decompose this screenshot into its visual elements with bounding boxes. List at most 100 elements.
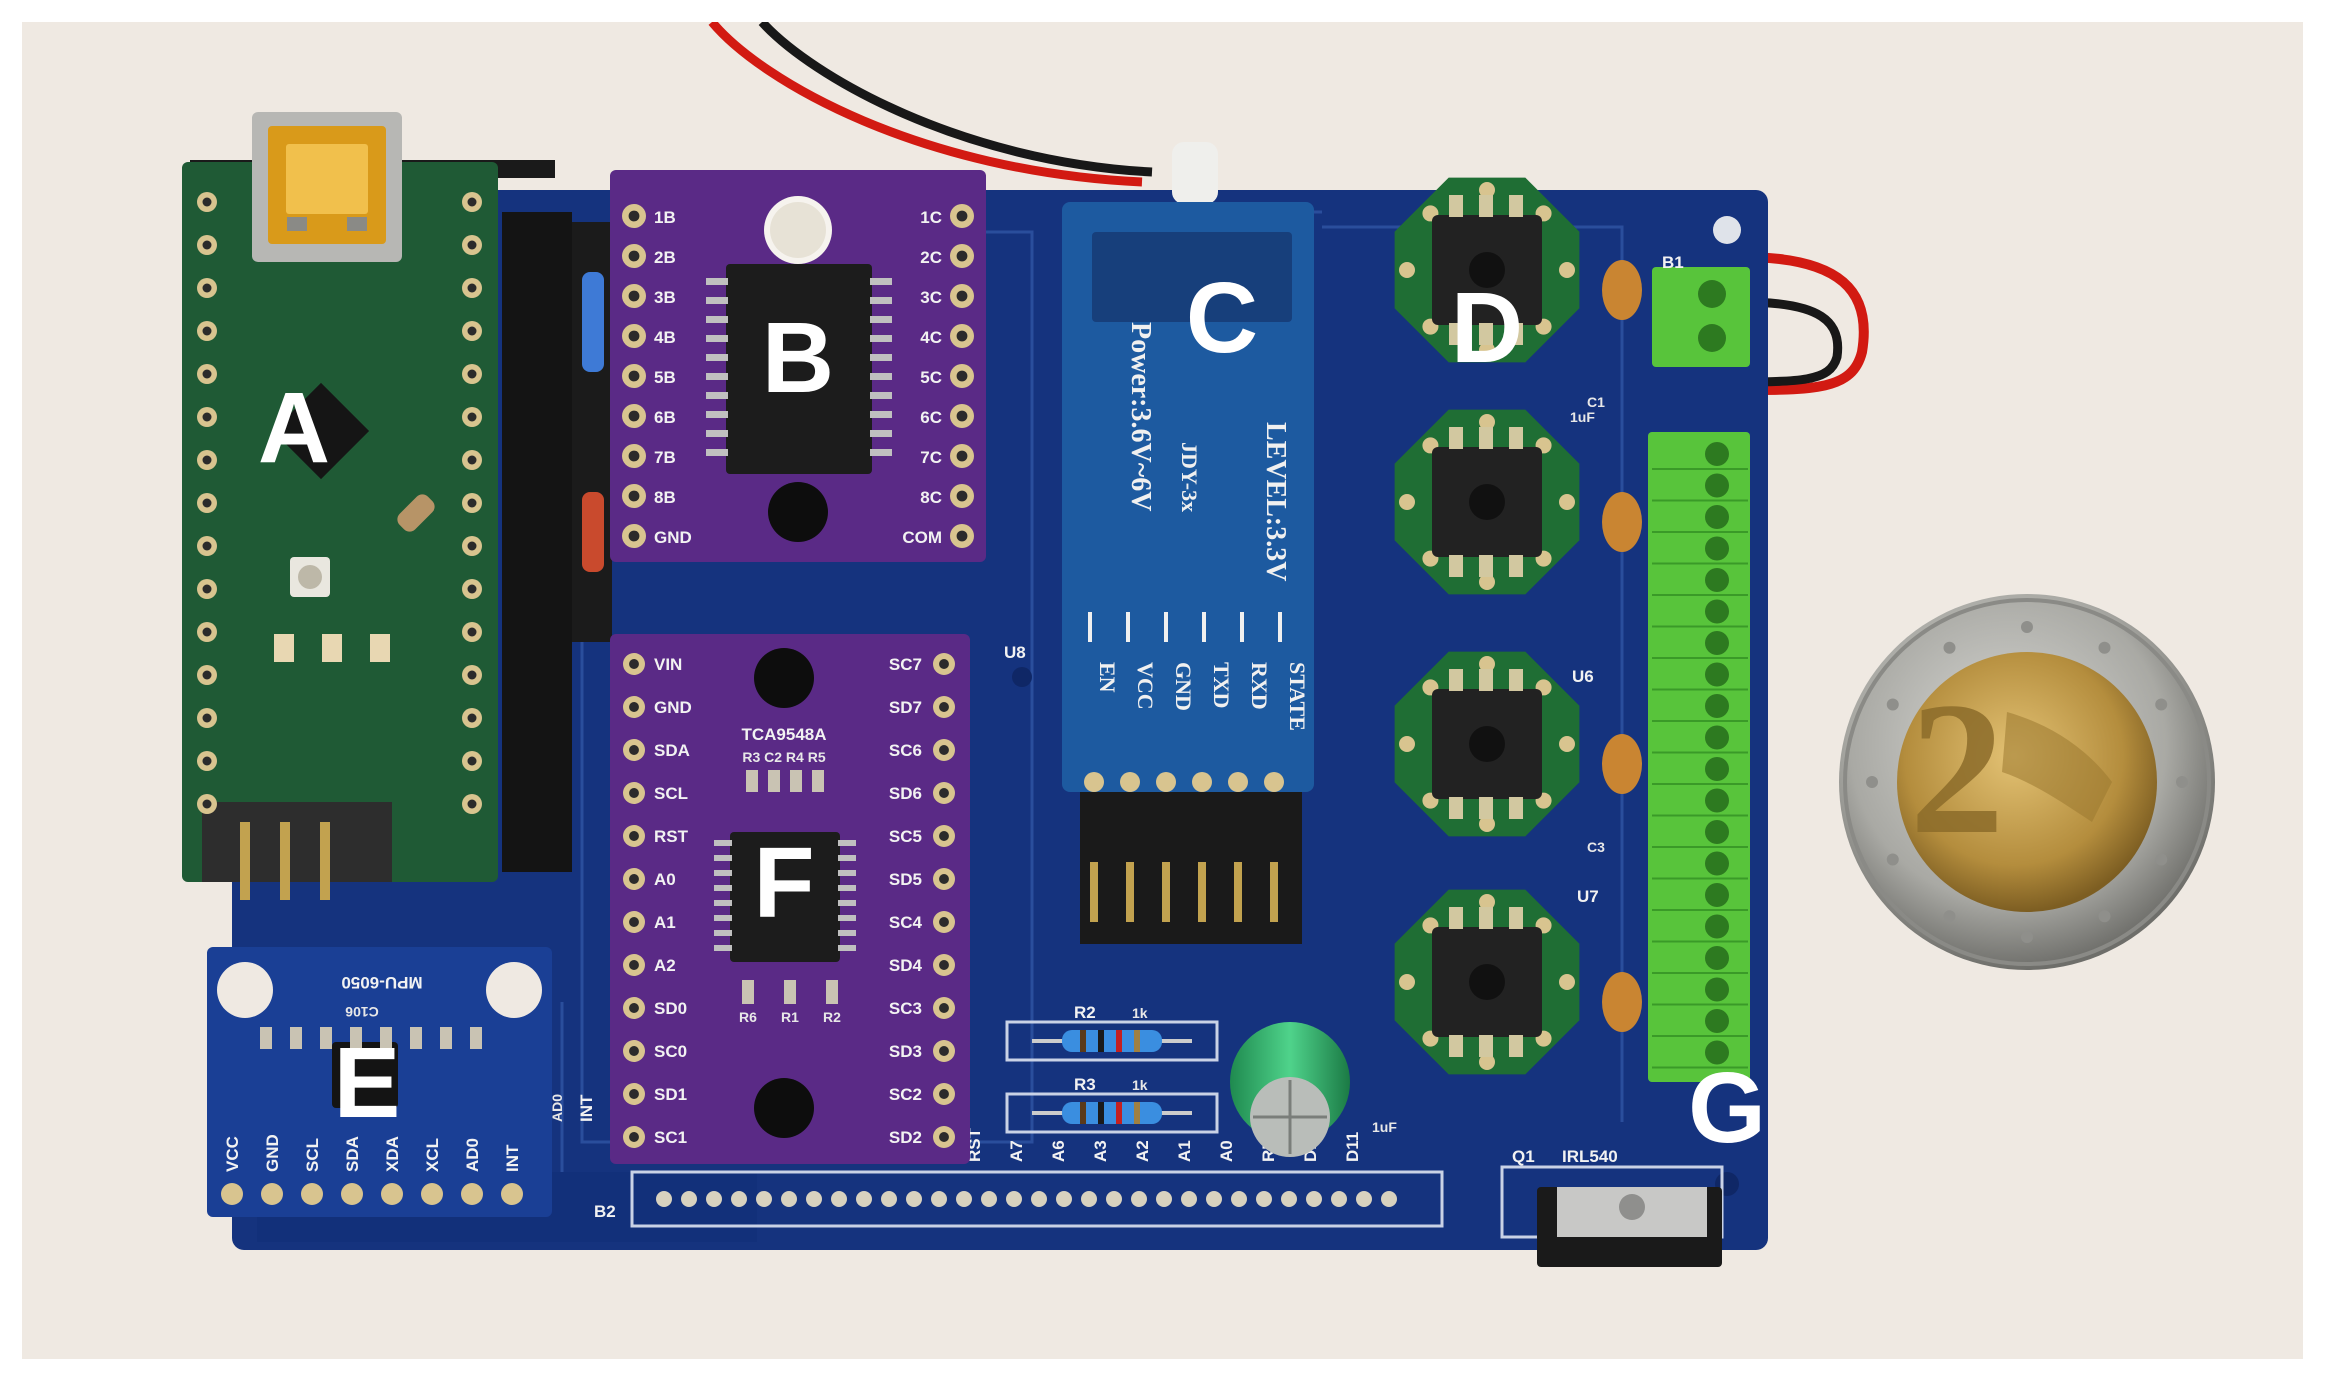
mux-b-left-label: 1B [654, 208, 676, 227]
mux-b-pin-hole [628, 290, 640, 302]
sensor-leg [1479, 427, 1493, 449]
bt-pin [1228, 772, 1248, 792]
ceramic-cap [1602, 492, 1642, 552]
smd-part [320, 1027, 332, 1049]
mux-b-pin-hole [956, 490, 968, 502]
mux-f-pin-hole [939, 960, 949, 970]
mux-f-pin-hole [629, 1046, 639, 1056]
bt-header-pin [1234, 862, 1242, 922]
terminal-screw [1705, 662, 1729, 687]
sensor-leg [1509, 797, 1523, 819]
coin-star [2021, 621, 2033, 633]
ic-leg [870, 335, 892, 342]
mux-f-pin-hole [939, 1046, 949, 1056]
nano-pin-hole [467, 584, 477, 594]
header-pin [856, 1191, 872, 1207]
mosfet-q1: Q1 IRL540 [1500, 1147, 1724, 1267]
header-label-group: A3 [1091, 1140, 1110, 1162]
header-label-group: A2 [1133, 1140, 1152, 1162]
header-pin [1056, 1191, 1072, 1207]
nano-pin-hole [467, 670, 477, 680]
terminal-screw [1705, 536, 1729, 561]
mux-b-right-label: COM [902, 528, 942, 547]
header-label: D11 [1343, 1132, 1362, 1162]
sensor-leg [1479, 323, 1493, 345]
terminal-screw [1705, 914, 1729, 939]
mux-b-right-label: 8C [920, 488, 942, 507]
q1-label: Q1 [1512, 1147, 1535, 1166]
nano-pin-hole [467, 369, 477, 379]
icsp-pin [320, 822, 330, 872]
mux-f-left-label: SD1 [654, 1085, 687, 1104]
mux-f-pin-hole [939, 917, 949, 927]
bt-header-pin [1198, 862, 1206, 922]
header-pin [656, 1191, 672, 1207]
mux-f-right-label: SD5 [889, 870, 922, 889]
sensor-leg [1479, 797, 1493, 819]
nano-pin-hole [202, 498, 212, 508]
ic-leg [706, 335, 728, 342]
nano-pin-hole [202, 240, 212, 250]
smd-part [812, 770, 824, 792]
terminal-screw [1705, 568, 1729, 592]
sensor-port [1469, 726, 1505, 762]
two-euro-coin: 2 [1839, 594, 2215, 970]
bt-pin [1156, 772, 1176, 792]
icsp-pin [240, 822, 250, 872]
bluetooth-module-c: C LEVEL:3.3V JDY-3x Power:3.6V~6V STATER… [1062, 142, 1314, 944]
mux-f-pin-hole [629, 745, 639, 755]
ic-leg [870, 411, 892, 418]
ic-leg [714, 885, 732, 891]
ic-leg [870, 373, 892, 380]
mux-b-left-label: 3B [654, 288, 676, 307]
ic-leg [706, 449, 728, 456]
bt-pin-label-group: EN [1095, 662, 1120, 693]
nano-pin-hole [467, 197, 477, 207]
mosfet-label: IRL540 [1562, 1147, 1618, 1166]
mux-f-resistor-labels: R3 C2 R4 R5 [742, 749, 825, 765]
coin-star [2021, 931, 2033, 943]
terminal-screw [1705, 820, 1729, 844]
header-pin [1181, 1191, 1197, 1207]
icsp-pin [320, 850, 330, 900]
terminal-screw [1705, 442, 1729, 466]
resistor-band [1098, 1030, 1104, 1052]
mux-f-right-label: SD7 [889, 698, 922, 717]
nano-pin-hole [202, 197, 212, 207]
header-pin [881, 1191, 897, 1207]
terminal-screw [1705, 599, 1729, 624]
header-pin [681, 1191, 697, 1207]
smd-part [746, 770, 758, 792]
header-pin [1031, 1191, 1047, 1207]
nano-pin-hole [467, 799, 477, 809]
ic-leg [706, 354, 728, 361]
header-pin [1231, 1191, 1247, 1207]
header-pin [1306, 1191, 1322, 1207]
mux-b-right-label: 5C [920, 368, 942, 387]
u7-label: U7 [1577, 887, 1599, 906]
mux-f-bottom-label: R6 [739, 1009, 757, 1025]
sensor-port [1469, 252, 1505, 288]
sensor-leg [1479, 1035, 1493, 1057]
mux-f-right-label: SD2 [889, 1128, 922, 1147]
mux-b-pin-hole [956, 370, 968, 382]
sensor-leg [1509, 195, 1523, 217]
board-silkscreen: U8 U6 U7 C1 C3 1uF 1uF INT AD0 [549, 394, 1605, 1135]
icsp-pin [280, 850, 290, 900]
ic-leg [714, 915, 732, 921]
bt-pin [1120, 772, 1140, 792]
resistor-band [1116, 1030, 1122, 1052]
coin-star [2176, 776, 2188, 788]
nano-pin-hole [202, 326, 212, 336]
nano-pin-hole [467, 498, 477, 508]
ic-leg [838, 885, 856, 891]
bt-header-pin [1126, 862, 1134, 922]
resistor-band [1080, 1102, 1086, 1124]
int-label: INT [577, 1094, 596, 1122]
nano-pin-hole [467, 713, 477, 723]
sensor-leg [1449, 797, 1463, 819]
mux-f-pin-hole [629, 788, 639, 798]
mux-f-pin-hole [629, 960, 639, 970]
mux-b-left-label: 5B [654, 368, 676, 387]
